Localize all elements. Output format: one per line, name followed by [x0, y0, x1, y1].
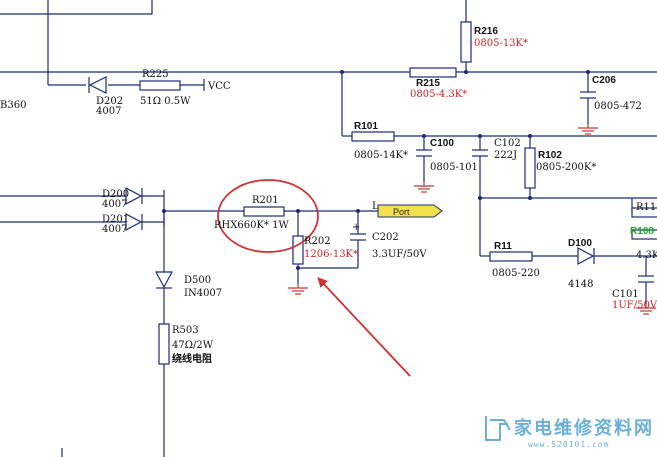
watermark-url: www.520101.com — [528, 440, 609, 449]
label-r225-value: 51Ω 0.5W — [140, 96, 191, 107]
c102-capacitor[interactable] — [472, 149, 488, 157]
label-c202-value: 3.3UF/50V — [372, 249, 427, 260]
label-d100: D100 — [568, 238, 592, 249]
r216-resistor[interactable] — [460, 21, 472, 63]
label-c100: C100 — [430, 138, 454, 149]
label-port-prefix: L — [372, 201, 379, 212]
r108-resistor[interactable] — [631, 229, 657, 240]
label-r201-value: RHX660K* 1W — [214, 220, 289, 231]
port-flag[interactable] — [377, 204, 443, 218]
ground-symbol-r202 — [288, 284, 308, 295]
label-d100-value: 4148 — [568, 279, 593, 290]
c202-capacitor[interactable] — [350, 228, 366, 241]
label-d500: D500 — [184, 275, 211, 286]
label-r201: R201 — [252, 195, 279, 206]
r225-resistor[interactable] — [139, 80, 181, 91]
label-d201-value: 4007 — [102, 224, 127, 235]
label-r101-value: 0805-14K* — [354, 150, 408, 161]
label-c100-value: 0805-101 — [430, 162, 478, 173]
label-c202-plus: + — [352, 222, 360, 233]
c100-capacitor[interactable] — [416, 149, 432, 157]
junction-dots — [162, 70, 590, 270]
label-r503: R503 — [172, 325, 199, 336]
watermark-text: 家电维修资料网 — [514, 417, 654, 439]
watermark: 家电维修资料网 www.520101.com — [485, 416, 654, 449]
label-c206-value: 0805-472 — [594, 101, 642, 112]
highlight-ellipse — [217, 179, 319, 253]
label-c206: C206 — [592, 75, 616, 86]
watermark-logo-icon — [485, 416, 511, 441]
label-r102-value: 0805-200K* — [536, 162, 596, 173]
ground-symbol-c206 — [578, 124, 598, 135]
label-r202: R202 — [304, 236, 331, 247]
label-r108: R108 — [630, 226, 654, 237]
r202-resistor[interactable] — [292, 235, 304, 265]
r101-resistor[interactable] — [351, 131, 395, 142]
label-d500-value: IN4007 — [184, 288, 222, 299]
label-c101: C101 — [612, 289, 639, 300]
d201-diode[interactable] — [125, 213, 143, 231]
label-r11-value: 0805-220 — [492, 268, 540, 279]
d100-diode[interactable] — [577, 247, 595, 265]
label-c101-value: 1UF/50V — [612, 300, 657, 311]
label-d200: D200 — [102, 189, 129, 200]
label-c202: C202 — [372, 232, 399, 243]
d202-diode[interactable] — [88, 76, 107, 94]
ground-symbol-c100 — [414, 182, 434, 193]
label-d200-value: 4007 — [102, 199, 127, 210]
label-d201: D201 — [102, 214, 129, 225]
label-port: Port — [393, 207, 410, 217]
label-r202-value: 1206-13K* — [304, 249, 358, 260]
label-r216: R216 — [474, 26, 498, 37]
c206-capacitor[interactable] — [580, 91, 596, 99]
c101-capacitor[interactable] — [638, 275, 654, 283]
r11-resistor[interactable] — [489, 251, 533, 262]
label-r215-value: 0805-4.3K* — [410, 89, 467, 100]
label-d202-value: 4007 — [96, 106, 121, 117]
label-r225: R225 — [142, 69, 169, 80]
label-r102: R102 — [538, 150, 562, 161]
d500-diode[interactable] — [155, 271, 173, 289]
label-r503-note: 绕线电阻 — [172, 352, 212, 365]
label-r11: R11 — [494, 241, 512, 252]
label-vcc: VCC — [207, 81, 231, 92]
label-c102: C102 — [494, 138, 521, 149]
label-r108-value: 4.3K — [636, 250, 657, 261]
d200-diode[interactable] — [125, 187, 143, 205]
r503-resistor[interactable] — [158, 323, 170, 365]
r215-resistor[interactable] — [409, 67, 457, 78]
label-b360: B360 — [0, 100, 26, 111]
annotation-arrow — [317, 277, 411, 377]
label-r215: R215 — [416, 78, 440, 89]
label-r216-value: 0805-13K* — [474, 38, 528, 49]
label-r101: R101 — [354, 121, 378, 132]
ground-symbol-c101 — [636, 304, 656, 315]
r102-resistor[interactable] — [524, 147, 536, 189]
label-c102-value: 222J — [494, 150, 517, 161]
r110-resistor[interactable] — [631, 207, 657, 218]
label-r503-value: 47Ω/2W — [172, 340, 214, 351]
label-d202: D202 — [96, 96, 123, 107]
r201-resistor[interactable] — [243, 206, 285, 217]
